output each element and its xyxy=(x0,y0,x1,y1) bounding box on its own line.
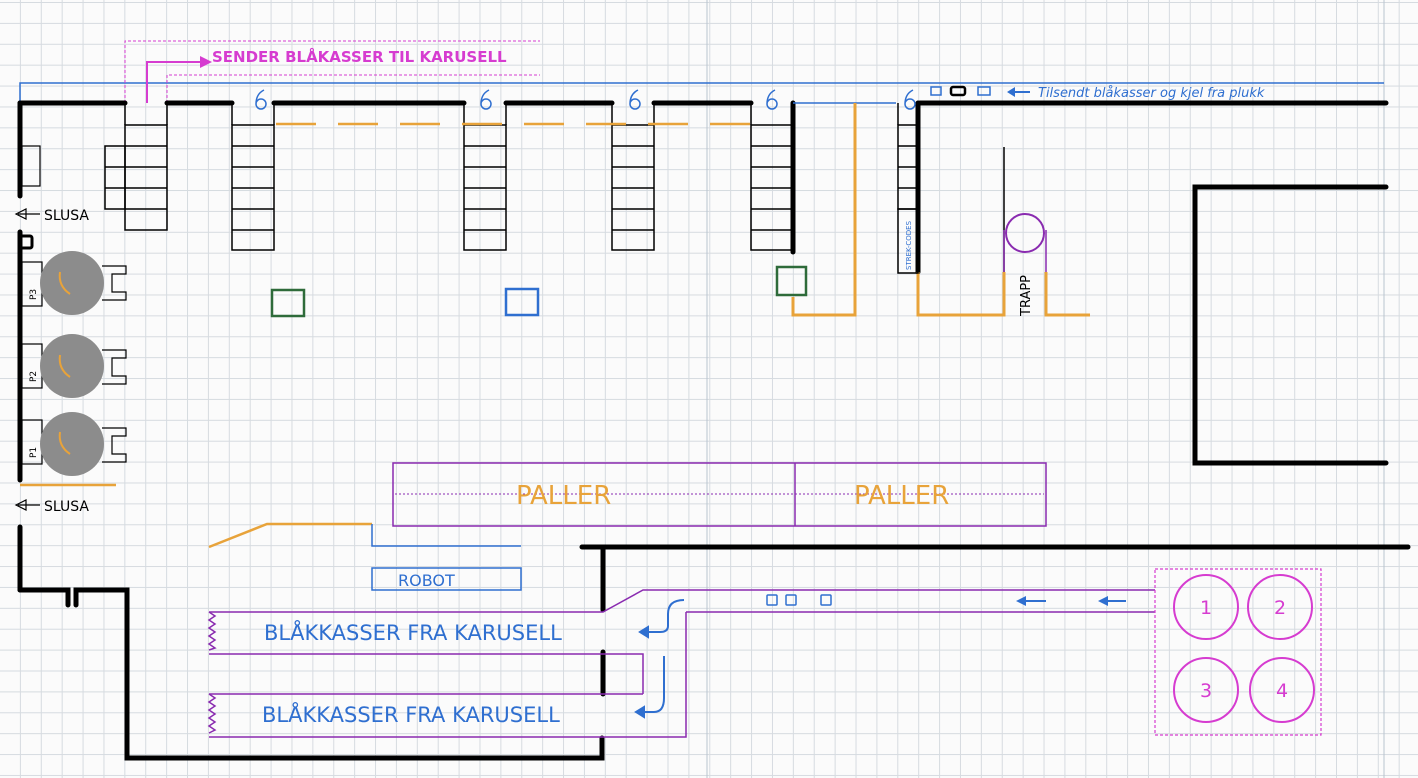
scanner-icon xyxy=(480,89,492,110)
scanner-icon xyxy=(629,89,641,110)
send-path xyxy=(124,40,540,103)
scanner-icons xyxy=(255,89,916,110)
send-banner-label: SENDER BLÅKASSER TIL KARUSELL xyxy=(212,47,507,66)
robot-arm-p3 xyxy=(40,251,104,315)
robot-label: ROBOT xyxy=(398,571,455,590)
slusa-top-arrow-icon xyxy=(14,208,40,220)
carousel-circles xyxy=(1173,574,1315,723)
carousel-4-label: 4 xyxy=(1276,680,1288,702)
p2-label: P2 xyxy=(29,371,39,382)
incoming-boxes xyxy=(930,85,991,97)
scanner-icon xyxy=(766,89,778,110)
trapp-label: TRAPP xyxy=(1019,275,1034,317)
slusa-bottom-arrow-icon xyxy=(14,499,40,511)
rack-1 xyxy=(104,103,168,231)
orange-arrow-icon xyxy=(58,431,71,455)
gripper-p2 xyxy=(102,349,127,385)
robot-arm-p1 xyxy=(40,412,104,476)
robot-arm-p2 xyxy=(40,334,104,398)
stairs xyxy=(1003,147,1047,272)
carousel-1 xyxy=(1173,574,1239,640)
slusa-top-label: SLUSA xyxy=(44,208,89,224)
rack-6 xyxy=(897,103,919,210)
orange-arrow-icon xyxy=(58,271,71,295)
p1-label: P1 xyxy=(29,447,39,458)
robot-guide-line xyxy=(371,524,521,547)
robot-box xyxy=(371,567,522,591)
carousel-4 xyxy=(1249,657,1315,723)
rack-4 xyxy=(611,103,655,251)
blue-square-marker xyxy=(504,287,540,317)
green-square-marker xyxy=(775,265,808,297)
blakasser-bottom-label: BLÅKKASSER FRA KARUSELL xyxy=(262,701,560,727)
stair-circle xyxy=(1005,213,1045,253)
gripper-p1 xyxy=(102,427,127,463)
green-square-marker xyxy=(270,288,306,318)
carousel-conveyor xyxy=(207,589,1155,738)
carousel-3-label: 3 xyxy=(1200,680,1212,702)
send-arrow-icon xyxy=(200,56,212,68)
carousel-3 xyxy=(1173,657,1239,723)
orange-fence xyxy=(791,103,1090,317)
incoming-label: Tilsendt blåkasser og kjel fra plukk xyxy=(1038,86,1265,101)
carousel-1-label: 1 xyxy=(1200,597,1212,619)
wall-post xyxy=(18,234,34,250)
carousel-2-label: 2 xyxy=(1274,597,1286,619)
conveyor-boxes xyxy=(766,594,832,606)
paller-right-label: PALLER xyxy=(854,481,949,511)
rack-2 xyxy=(231,103,275,251)
top-walls xyxy=(17,100,1389,275)
p3-label: P3 xyxy=(29,289,39,300)
paller-area xyxy=(392,462,1047,527)
lane-turn-arrow-icons xyxy=(634,599,685,719)
bottom-walls xyxy=(579,544,1411,697)
slusa-bottom-label: SLUSA xyxy=(44,499,89,515)
scanner-icon xyxy=(904,89,916,110)
left-wall xyxy=(17,100,605,761)
incoming-arrow-icon xyxy=(1007,87,1030,97)
carousel-area xyxy=(1154,568,1322,736)
conveyor-arrow-icons xyxy=(1016,596,1126,606)
scanner-icon xyxy=(255,89,267,110)
orange-arrow-icon xyxy=(58,354,71,378)
rack-5 xyxy=(750,103,794,251)
right-room-wall xyxy=(1192,184,1389,466)
top-conveyor-line xyxy=(19,82,1384,103)
slusa-door-frame xyxy=(21,145,41,187)
strekk-code-label: STREK-CODES xyxy=(905,220,913,270)
paller-left-label: PALLER xyxy=(516,481,611,511)
carousel-2 xyxy=(1247,574,1313,640)
orange-slope-line xyxy=(208,522,372,549)
strekk-code-box xyxy=(897,208,919,274)
blakasser-top-label: BLÅKKASSER FRA KARUSELL xyxy=(264,619,562,645)
gripper-p3 xyxy=(102,265,127,301)
